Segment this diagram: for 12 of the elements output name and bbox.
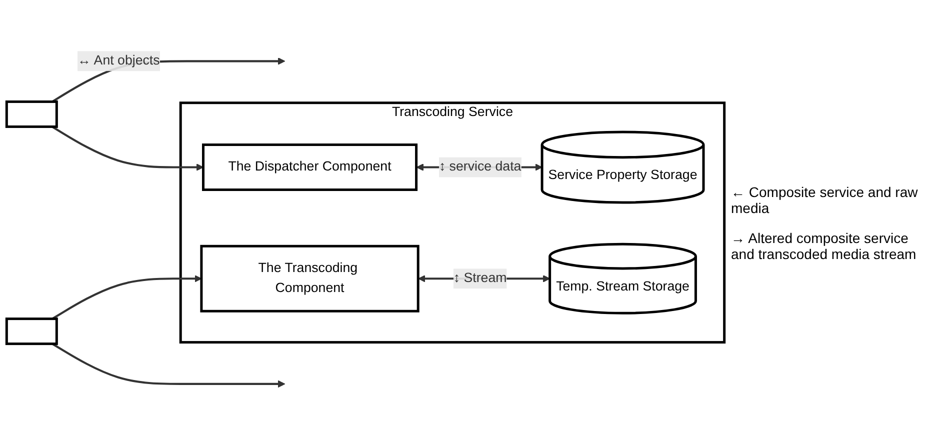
note-text: → Altered composite service and transcoded media stream: [731, 230, 918, 262]
edge-label: ↔ Ant objects: [78, 54, 160, 68]
node-box: The Dispatcher Component: [202, 144, 418, 192]
node-box: [5, 318, 58, 346]
note-text: ← Composite service and raw media: [731, 184, 919, 216]
node-box: The Transcoding Component: [200, 245, 420, 313]
edge-label: ↕ Stream: [453, 272, 507, 286]
arrow: [52, 343, 286, 388]
arrow: [52, 126, 204, 172]
node-box: [5, 100, 58, 128]
arrow: [52, 275, 202, 320]
edge-label: ↕ service data: [438, 160, 522, 174]
